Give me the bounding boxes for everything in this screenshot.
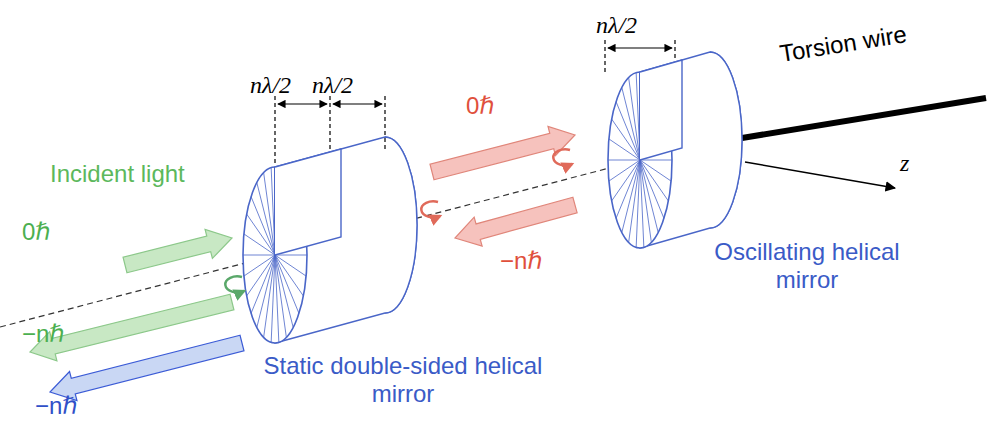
beam-arrow	[123, 229, 232, 272]
torsion-wire	[742, 98, 986, 138]
beam-arrow	[430, 126, 575, 179]
momentum-label: −nℏ	[35, 392, 78, 420]
part-label: Torsion wire	[778, 20, 909, 67]
dimension-label: nλ/2	[250, 72, 291, 100]
beam-arrow	[455, 197, 577, 246]
rotation-arrow	[225, 276, 244, 292]
z-axis-arrow	[745, 162, 895, 188]
momentum-label: −nℏ	[500, 247, 543, 275]
mirrors	[243, 52, 742, 343]
dimension-label: nλ/2	[596, 12, 637, 40]
rotation-arrow	[553, 149, 572, 165]
part-label: Static double-sided helical mirror	[258, 352, 548, 407]
momentum-label: −nℏ	[22, 320, 65, 348]
beam-arrow	[50, 335, 244, 400]
momentum-label: 0ℏ	[466, 92, 495, 120]
part-label: Oscillating helical mirror	[712, 238, 902, 293]
beam-label: Incident light	[50, 160, 185, 188]
oscillating-mirror	[608, 52, 742, 248]
dimension-label: nλ/2	[312, 72, 353, 100]
static-mirror	[243, 137, 417, 343]
axis-label: z	[900, 150, 909, 178]
dimension-lines	[275, 40, 675, 165]
rotation-arrow	[421, 201, 440, 217]
momentum-label: 0ℏ	[22, 218, 51, 246]
